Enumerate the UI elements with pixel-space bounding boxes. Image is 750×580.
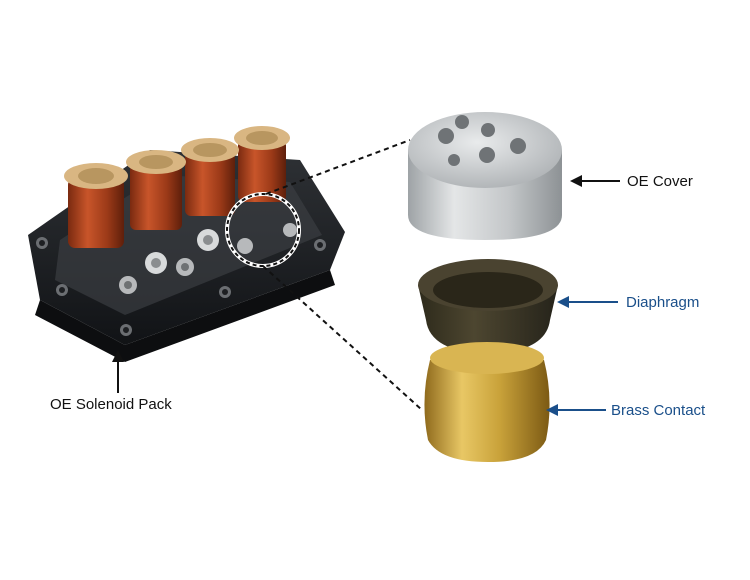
label-diaphragm: Diaphragm [626, 294, 700, 311]
brass-contact-image [424, 342, 550, 462]
label-oe-cover: OE Cover [627, 173, 693, 190]
arrow-oe-solenoid-pack [112, 350, 124, 393]
diaphragm-image [418, 259, 558, 354]
solenoid-coil-1 [64, 163, 128, 248]
oe-cover-image [408, 112, 562, 240]
solenoid-coil-4 [234, 126, 290, 202]
arrow-diaphragm [557, 296, 618, 308]
label-brass-contact: Brass Contact [611, 402, 706, 419]
arrow-oe-cover [570, 175, 620, 187]
arrow-brass-contact [546, 404, 606, 416]
solenoid-coil-3 [181, 138, 239, 216]
solenoid-pack-image [28, 126, 345, 362]
connector-line-top [265, 139, 411, 195]
label-oe-solenoid-pack: OE Solenoid Pack [50, 396, 172, 413]
solenoid-coil-2 [126, 150, 186, 230]
